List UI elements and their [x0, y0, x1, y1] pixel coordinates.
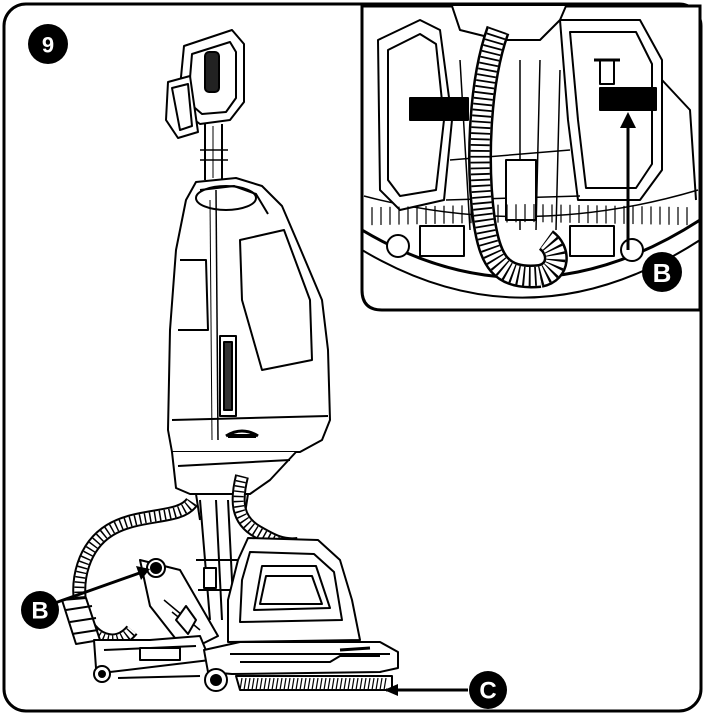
brush-bristle	[259, 677, 263, 691]
brush-bristle	[287, 677, 291, 691]
brush-bristle	[299, 677, 303, 691]
label-b-side: B	[31, 598, 48, 625]
brush-bristle	[383, 677, 387, 691]
inset-detail: B	[360, 4, 702, 312]
brush-bristle	[275, 677, 279, 691]
brush-bristle	[283, 677, 287, 691]
brush-bristle	[327, 677, 331, 691]
brush-bristle	[355, 677, 359, 691]
callout-b-side-leader	[51, 568, 149, 606]
handle-tube	[200, 124, 228, 180]
brush-deck	[203, 641, 399, 692]
brush-bristle	[247, 677, 251, 691]
brush-bristle	[331, 677, 335, 691]
brush-bristle	[251, 677, 255, 691]
front-housing	[227, 537, 361, 643]
handle-grip	[165, 29, 245, 139]
label-b-side-badge	[21, 591, 59, 629]
brush-bristle	[311, 677, 315, 691]
brush-bristle	[307, 677, 311, 691]
brush-bristle	[379, 677, 383, 691]
inset-label-bar-left	[409, 97, 469, 121]
brush-bristle	[263, 677, 267, 691]
brush-bristle	[335, 677, 339, 691]
brush-bristle	[255, 677, 259, 691]
brush-bristle	[339, 677, 343, 691]
brush-bristle	[367, 677, 371, 691]
brush-bristle	[375, 677, 379, 691]
brush-bristle	[291, 677, 295, 691]
callout-c: C	[384, 671, 507, 709]
step-number: 9	[42, 33, 54, 58]
brush-bristle	[371, 677, 375, 691]
label-c: C	[479, 678, 496, 705]
step-number-badge: 9	[28, 24, 68, 64]
tank-body	[167, 177, 331, 453]
brush-bristle	[271, 677, 275, 691]
label-b-inset-badge	[642, 252, 682, 292]
brush-bristle	[243, 677, 247, 691]
brush-bristle	[267, 677, 271, 691]
callout-b-side: B	[21, 566, 150, 629]
brush-bristle	[359, 677, 363, 691]
brush-bristle	[351, 677, 355, 691]
brush-bristle	[319, 677, 323, 691]
label-c-badge	[469, 671, 507, 709]
brush-bristle	[363, 677, 367, 691]
rear-assembly	[61, 558, 219, 683]
inset-label-bar-right	[599, 87, 657, 111]
brush-bristle	[303, 677, 307, 691]
brush-bristle	[343, 677, 347, 691]
brush-bristle	[279, 677, 283, 691]
scrub-brush	[235, 675, 393, 691]
label-b-inset: B	[653, 258, 672, 288]
brush-bristle	[323, 677, 327, 691]
brush-bristle	[295, 677, 299, 691]
brush-bristle	[347, 677, 351, 691]
brush-bristle	[315, 677, 319, 691]
brush-bristle	[239, 677, 243, 691]
lower-body	[171, 451, 297, 521]
